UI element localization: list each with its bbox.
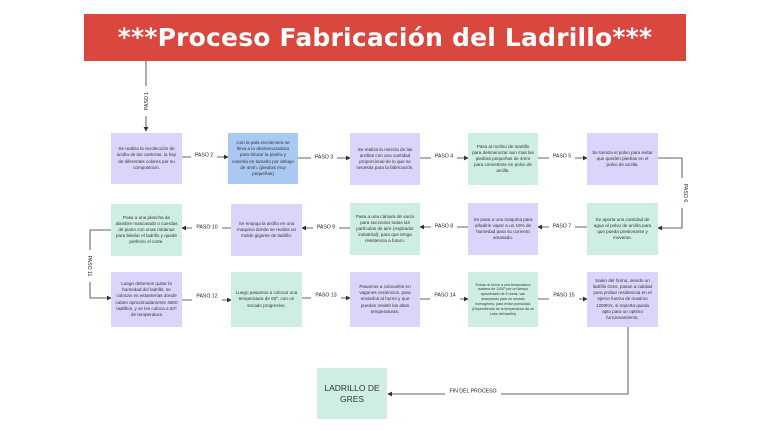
page-title: ***Proceso Fabricación del Ladrillo*** (117, 23, 653, 52)
label-paso15: PASO 15 (553, 293, 574, 299)
step-4-box: Pasa al molino de martillo para desmenuz… (468, 133, 538, 185)
step-2-box: Con la pala recolectora se lleva a la de… (228, 133, 298, 184)
label-paso6: PASO 6 (682, 184, 688, 202)
step-1-box: Se realiza la recolección de arcilla de … (111, 133, 182, 184)
step-10-box: Pasa a una plancha de alambre mascarado … (111, 204, 182, 256)
step-9-box: Se empuja la arcilla en una maquina dond… (231, 204, 302, 256)
step-13-box: Pasamos a colocarlos en vagones cerámico… (350, 272, 420, 327)
label-paso10: PASO 10 (196, 225, 217, 231)
connector-fin (387, 327, 629, 397)
label-paso12: PASO 12 (196, 294, 217, 300)
step-5-box: Se tamiza el polvo para evitar que quede… (587, 133, 658, 185)
final-product-box: LADRILLO DE GRES (317, 368, 387, 419)
step-3-box: Se realiza la mezcla de las arcillas con… (350, 133, 420, 185)
step-15-box: Salen del horno, siendo un ladrillo Gres… (587, 272, 658, 327)
label-paso8: PASO 8 (435, 224, 453, 230)
label-paso13: PASO 13 (315, 293, 336, 299)
step-6-box: Se aporta una cantidad de agua al polvo … (587, 203, 658, 255)
label-paso2: PASO 2 (195, 153, 213, 159)
step-14-box: Entran al horno a una temperatura maxima… (468, 272, 538, 327)
step-7-box: Se pasa a una máquina para añadirle vapo… (468, 203, 538, 255)
label-paso7: PASO 7 (553, 224, 571, 230)
step-8-box: Pasa a una cámara de vacío para succiona… (350, 203, 420, 255)
label-fin-del-proceso: FIN DEL PROCESO (449, 389, 496, 395)
label-paso11: PASO 11 (86, 256, 92, 277)
label-paso9: PASO 9 (317, 225, 335, 231)
step-11-box: Luego debemos quitar la humedad del ladr… (111, 272, 182, 327)
step-12-box: Luego pasamos a colocar una temperatura … (231, 272, 302, 327)
label-paso5: PASO 5 (553, 154, 571, 160)
label-paso3: PASO 3 (315, 155, 333, 161)
label-paso14: PASO 14 (434, 293, 455, 299)
title-banner: ***Proceso Fabricación del Ladrillo*** (84, 14, 686, 61)
label-paso1: PASO 1 (144, 92, 150, 110)
label-paso4: PASO 4 (435, 154, 453, 160)
